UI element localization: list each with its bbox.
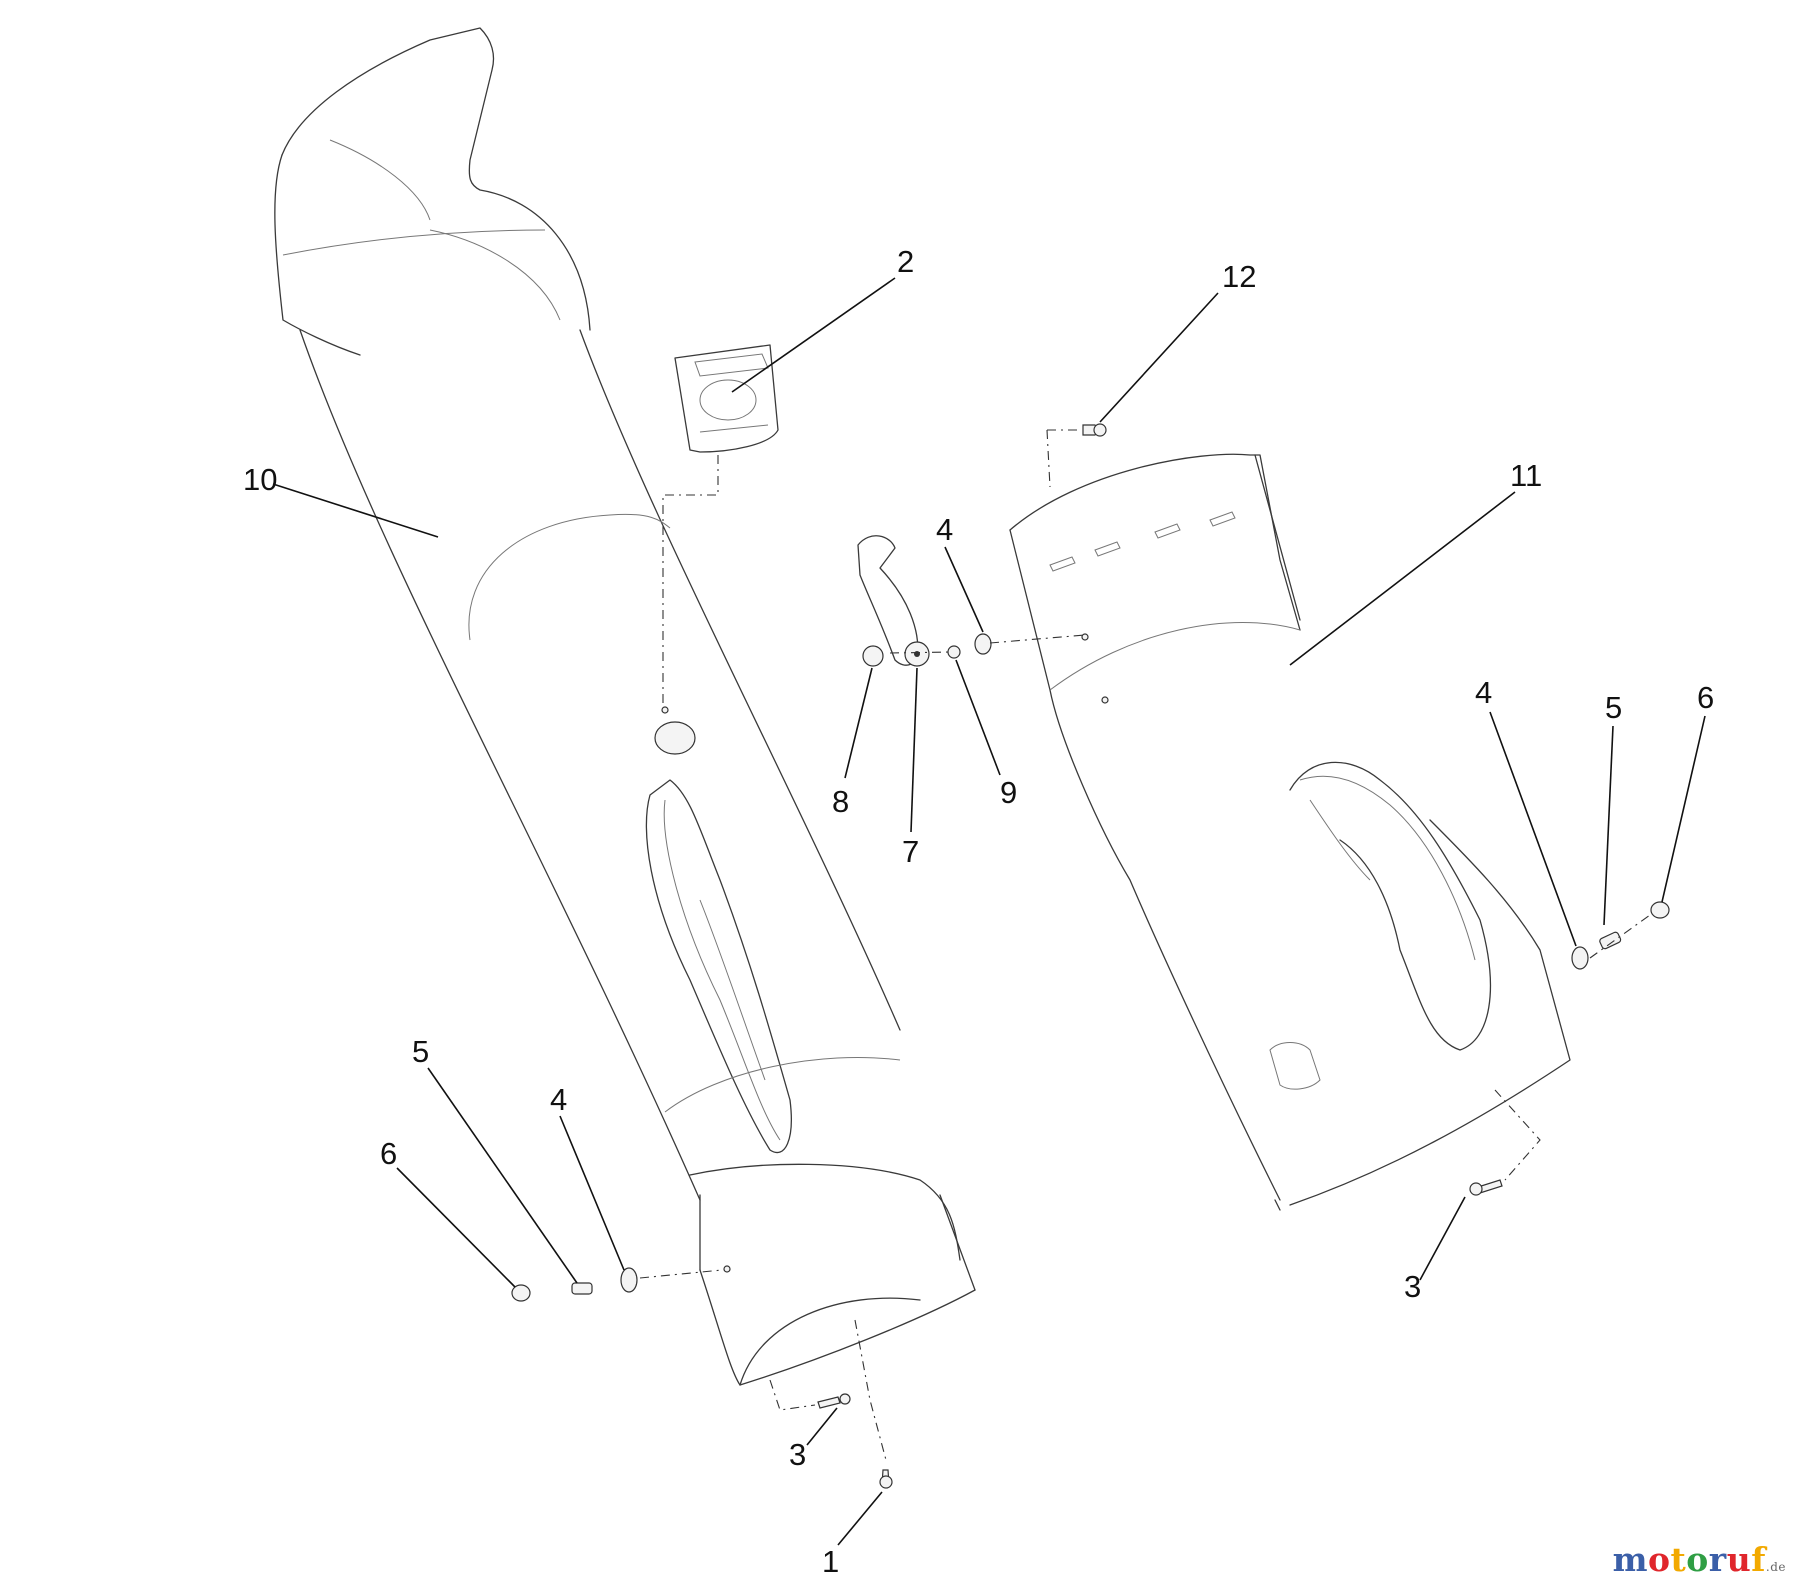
callout-3-right: 3 xyxy=(1404,1269,1421,1304)
washer-part-4-left xyxy=(620,1267,638,1293)
motoruf-watermark-logo: motoruf.de xyxy=(1613,1540,1786,1579)
callout-5-left: 5 xyxy=(412,1034,429,1069)
callout-9: 10 xyxy=(243,462,277,497)
callout-8: 8 xyxy=(832,784,849,819)
hole-left xyxy=(723,1265,731,1273)
callout-2: 2 xyxy=(897,244,914,279)
watermark-letter: t xyxy=(1670,1540,1687,1579)
screw-part-3-left xyxy=(817,1393,851,1409)
watermark-letter: m xyxy=(1612,1540,1649,1579)
screw-part-1 xyxy=(879,1469,893,1489)
nut-part-6-right xyxy=(1650,901,1670,919)
watermark-letter: f xyxy=(1751,1540,1766,1579)
watermark-suffix: .de xyxy=(1765,1560,1786,1574)
washer-part-8 xyxy=(862,645,884,667)
lever-part-7 xyxy=(857,535,930,667)
callout-10: 9 xyxy=(1000,775,1017,810)
watermark-letter: o xyxy=(1686,1540,1709,1579)
leader-lines xyxy=(272,277,1706,1546)
nut-part-10 xyxy=(947,645,961,659)
spacer-part-5-right xyxy=(1599,931,1622,950)
washer-part-4-right xyxy=(1571,946,1589,970)
lower-tube-part-11 xyxy=(1009,453,1571,1211)
watermark-letter: o xyxy=(1648,1540,1671,1579)
callout-4-left: 4 xyxy=(550,1082,567,1117)
callout-4-right: 4 xyxy=(1475,675,1492,710)
screw-part-12 xyxy=(1082,423,1107,437)
callout-3-left: 3 xyxy=(789,1437,806,1472)
blower-tube-part-9 xyxy=(274,27,976,1386)
callout-5-right: 5 xyxy=(1605,690,1622,725)
callout-11: 11 xyxy=(1510,458,1542,493)
callout-7: 7 xyxy=(902,834,919,869)
screw-part-3-right xyxy=(1469,1179,1503,1196)
washer-part-4-lever xyxy=(974,633,992,655)
assembly-lines xyxy=(639,429,1651,1461)
callout-4-lever: 4 xyxy=(936,512,953,547)
watermark-letter: r xyxy=(1708,1540,1727,1579)
watermark-letters: motoruf xyxy=(1613,1540,1766,1579)
callout-12: 12 xyxy=(1222,259,1256,294)
callout-6-left: 6 xyxy=(380,1136,397,1171)
callout-6-right: 6 xyxy=(1697,680,1714,715)
callout-labels: 2 12 10 11 4 8 7 9 4 5 6 5 4 6 3 3 1 xyxy=(243,244,1714,1579)
spacer-part-5-left xyxy=(571,1282,593,1295)
decal-part-2 xyxy=(674,344,779,453)
watermark-letter: u xyxy=(1726,1540,1752,1579)
callout-1: 1 xyxy=(822,1544,839,1579)
nut-part-6-left xyxy=(511,1284,531,1302)
